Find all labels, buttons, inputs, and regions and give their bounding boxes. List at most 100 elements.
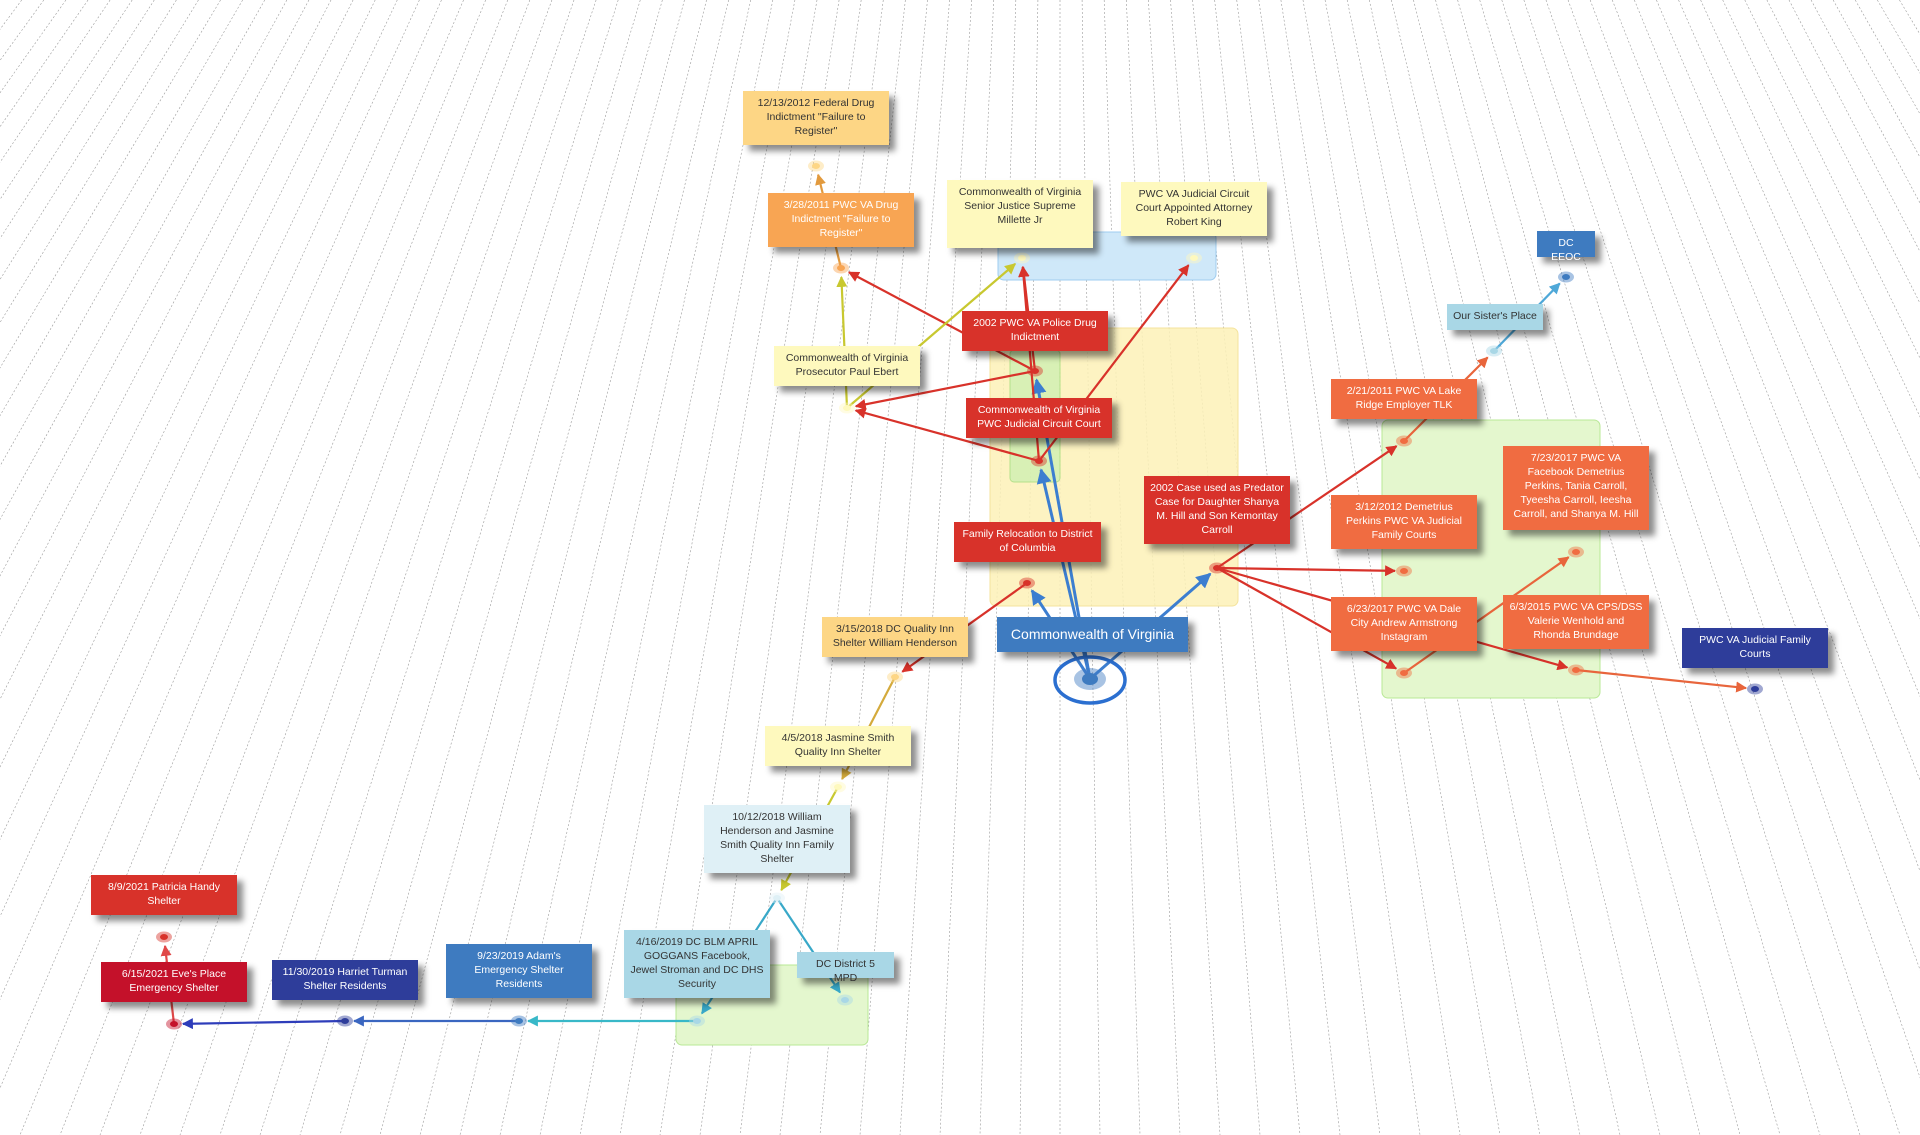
anchor-dot bbox=[1400, 670, 1408, 676]
node-label: 6/15/2021 Eve's Place Emergency Shelter bbox=[121, 968, 227, 994]
node-label: 8/9/2021 Patricia Handy Shelter bbox=[107, 881, 221, 907]
grid-line bbox=[0, 0, 89, 128]
node-label: 4/5/2018 Jasmine Smith Quality Inn Shelt… bbox=[781, 732, 895, 758]
grid-line bbox=[0, 0, 288, 520]
anchor-dot bbox=[1190, 255, 1198, 261]
connection-arrow bbox=[1575, 668, 1748, 693]
grid-line bbox=[1258, 0, 1421, 1135]
grid-line bbox=[1788, 0, 1920, 253]
node-predator-case-2002[interactable]: 2002 Case used as Predator Case for Daug… bbox=[1144, 476, 1290, 544]
connection-arrow bbox=[854, 369, 1036, 410]
grid-line bbox=[1678, 0, 1920, 548]
grid-line bbox=[1280, 0, 1461, 1135]
node-label: 6/23/2017 PWC VA Dale City Andrew Armstr… bbox=[1346, 603, 1462, 643]
grid-line bbox=[1479, 0, 1821, 1135]
anchor-dot bbox=[773, 895, 781, 901]
node-federal-drug-indictment-2012[interactable]: 12/13/2012 Federal Drug Indictment "Fail… bbox=[743, 91, 889, 145]
grid-line bbox=[859, 0, 950, 1135]
node-label: 6/3/2015 PWC VA CPS/DSS Valerie Wenhold … bbox=[1509, 601, 1643, 641]
grid-line bbox=[1634, 0, 1920, 698]
node-label: 4/16/2019 DC BLM APRIL GOGGANS Facebook,… bbox=[630, 936, 764, 990]
grid-line bbox=[1457, 0, 1781, 1135]
grid-line bbox=[419, 0, 707, 1135]
node-label: 11/30/2019 Harriet Turman Shelter Reside… bbox=[282, 966, 408, 992]
node-facebook-2017[interactable]: 7/23/2017 PWC VA Facebook Demetrius Perk… bbox=[1503, 446, 1649, 530]
grid-line bbox=[219, 0, 597, 1135]
node-andrew-armstrong-2017[interactable]: 6/23/2017 PWC VA Dale City Andrew Armstr… bbox=[1331, 597, 1477, 651]
grid-line bbox=[0, 0, 111, 163]
node-patricia-handy-2021[interactable]: 8/9/2021 Patricia Handy Shelter bbox=[91, 875, 237, 915]
node-justice-millette[interactable]: Commonwealth of Virginia Senior Justice … bbox=[947, 180, 1093, 248]
node-dc-district-5-mpd[interactable]: DC District 5 MPD bbox=[797, 952, 894, 984]
grid-line bbox=[0, 0, 398, 840]
node-eves-place-2021[interactable]: 6/15/2021 Eve's Place Emergency Shelter bbox=[101, 962, 247, 1002]
node-commonwealth-of-virginia[interactable]: Commonwealth of Virginia bbox=[997, 617, 1188, 652]
node-drug-indictment-2011[interactable]: 3/28/2011 PWC VA Drug Indictment "Failur… bbox=[768, 193, 914, 247]
node-dc-blm-2019[interactable]: 4/16/2019 DC BLM APRIL GOGGANS Facebook,… bbox=[624, 930, 770, 998]
anchor-dot bbox=[843, 405, 851, 411]
connection-arrow bbox=[854, 407, 1040, 463]
grid-line bbox=[1346, 0, 1581, 1135]
grid-line bbox=[0, 0, 265, 467]
anchor-dot bbox=[1023, 580, 1031, 586]
anchor-dot bbox=[841, 997, 849, 1003]
grid-line bbox=[0, 0, 420, 918]
node-label: Family Relocation to District of Columbi… bbox=[962, 528, 1093, 554]
grid-line bbox=[1545, 0, 1920, 1079]
anchor-dot bbox=[1031, 368, 1039, 374]
anchor-dot bbox=[1082, 673, 1098, 685]
node-adams-shelter-2019[interactable]: 9/23/2019 Adam's Emergency Shelter Resid… bbox=[446, 944, 592, 998]
node-label: PWC VA Judicial Family Courts bbox=[1699, 634, 1811, 660]
grid-line bbox=[0, 0, 332, 637]
grid-line bbox=[0, 0, 310, 577]
anchor-dot bbox=[693, 1018, 701, 1024]
anchor-dot bbox=[1213, 565, 1221, 571]
anchor-dot bbox=[891, 674, 899, 680]
node-attorney-robert-king[interactable]: PWC VA Judicial Circuit Court Appointed … bbox=[1121, 182, 1267, 236]
node-family-relocation[interactable]: Family Relocation to District of Columbi… bbox=[954, 522, 1101, 562]
anchor-dot bbox=[1490, 348, 1498, 354]
central-target-ring bbox=[1053, 655, 1127, 705]
connection-arrow bbox=[836, 275, 849, 409]
node-police-drug-indictment-2002[interactable]: 2002 PWC VA Police Drug Indictment bbox=[962, 311, 1108, 351]
grid-line bbox=[0, 0, 22, 30]
node-quality-inn-shelter-2018[interactable]: 3/15/2018 DC Quality Inn Shelter William… bbox=[822, 617, 968, 657]
grid-line bbox=[1656, 0, 1920, 620]
node-label: 2/21/2011 PWC VA Lake Ridge Employer TLK bbox=[1346, 385, 1462, 411]
node-pwc-family-courts[interactable]: PWC VA Judicial Family Courts bbox=[1682, 628, 1828, 668]
node-demetrius-perkins-2012[interactable]: 3/12/2012 Demetrius Perkins PWC VA Judic… bbox=[1331, 495, 1477, 549]
node-label: 9/23/2019 Adam's Emergency Shelter Resid… bbox=[474, 950, 564, 990]
node-label: Our Sister's Place bbox=[1453, 310, 1537, 322]
anchor-dot bbox=[1035, 458, 1043, 464]
anchor-dot bbox=[341, 1018, 349, 1024]
node-label: 3/28/2011 PWC VA Drug Indictment "Failur… bbox=[783, 199, 899, 239]
node-label: 12/13/2012 Federal Drug Indictment "Fail… bbox=[757, 97, 875, 137]
connection-arrow bbox=[1403, 556, 1570, 674]
anchor-dot bbox=[160, 934, 168, 940]
node-label: 7/23/2017 PWC VA Facebook Demetrius Perk… bbox=[1513, 452, 1639, 520]
node-dc-eeoc[interactable]: DC EEOC bbox=[1537, 231, 1595, 263]
node-cps-dss-2015[interactable]: 6/3/2015 PWC VA CPS/DSS Valerie Wenhold … bbox=[1503, 595, 1649, 649]
connection-arrow bbox=[1216, 445, 1398, 569]
grid-line bbox=[0, 0, 221, 369]
node-harriet-turman-2019[interactable]: 11/30/2019 Harriet Turman Shelter Reside… bbox=[272, 960, 418, 1000]
grid-line bbox=[1855, 0, 1920, 115]
node-jasmine-smith-2018[interactable]: 4/5/2018 Jasmine Smith Quality Inn Shelt… bbox=[765, 726, 911, 766]
node-henderson-smith-2018[interactable]: 10/12/2018 William Henderson and Jasmine… bbox=[704, 805, 850, 873]
grid-line bbox=[1236, 0, 1381, 1135]
grid-line bbox=[579, 0, 796, 1135]
grid-line bbox=[19, 0, 486, 1135]
connection-arrow bbox=[181, 1018, 346, 1030]
grid-line bbox=[339, 0, 663, 1135]
node-pwc-judicial-circuit-court[interactable]: Commonwealth of Virginia PWC Judicial Ci… bbox=[966, 398, 1112, 438]
anchor-dot bbox=[1400, 438, 1408, 444]
node-label: DC EEOC bbox=[1551, 237, 1581, 263]
node-our-sisters-place[interactable]: Our Sister's Place bbox=[1447, 304, 1543, 330]
grid-line bbox=[139, 0, 553, 1135]
grid-line bbox=[0, 0, 442, 1000]
node-lake-ridge-employer-2011[interactable]: 2/21/2011 PWC VA Lake Ridge Employer TLK bbox=[1331, 379, 1477, 419]
node-prosecutor-paul-ebert[interactable]: Commonwealth of Virginia Prosecutor Paul… bbox=[774, 346, 920, 386]
connection-arrow bbox=[847, 271, 1036, 372]
grid-line bbox=[0, 0, 155, 240]
node-label: Commonwealth of Virginia Senior Justice … bbox=[958, 186, 1082, 226]
